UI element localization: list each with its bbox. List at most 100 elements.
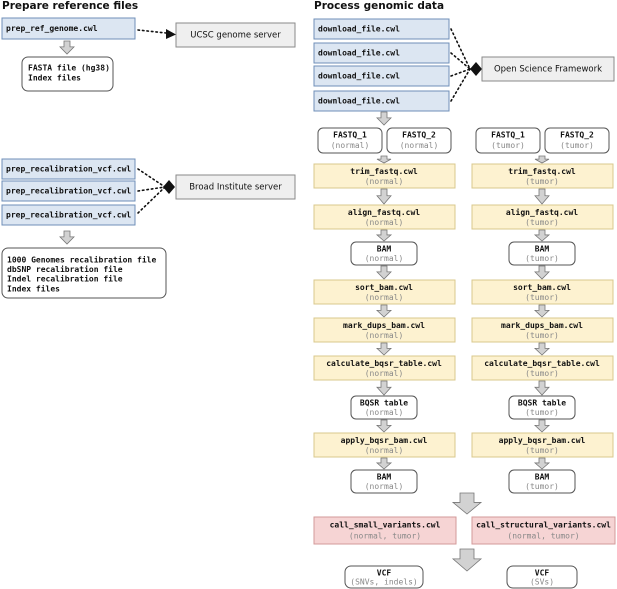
file-sublabel: (normal): [365, 408, 404, 417]
script-label: align_fastq.cwl: [348, 207, 420, 217]
script-box-download: [313, 18, 450, 40]
file-sublabel: (normal): [331, 141, 370, 150]
script-sublabel: (tumor): [525, 446, 559, 455]
server-box-osf: [481, 56, 615, 82]
server-box-ucsc: [175, 22, 296, 48]
down-arrow-icon: [375, 229, 393, 242]
script-box-normal: [313, 163, 456, 189]
file-label: FASTA file (hg38): [28, 63, 110, 73]
file-box-fastq2-tumor: [544, 127, 610, 154]
file-label: BAM: [535, 245, 550, 254]
file-box-normal: [350, 241, 418, 266]
script-sublabel: (normal): [365, 177, 404, 186]
file-sublabel: (tumor): [525, 254, 559, 263]
script-sublabel: (normal): [365, 331, 404, 340]
down-arrow-icon: [376, 265, 392, 280]
script-box-download: [313, 90, 450, 112]
large-down-arrow-icon: [451, 548, 483, 572]
script-box-prep-recalibration: [1, 180, 136, 202]
down-arrow-icon: [533, 457, 551, 470]
script-label: prep_recalibration_vcf.cwl: [6, 186, 131, 196]
script-label: download_file.cwl: [318, 48, 400, 58]
script-label: trim_fastq.cwl: [350, 166, 418, 176]
script-sublabel: (normal): [365, 293, 404, 302]
file-sublabel: (normal): [400, 141, 439, 150]
file-box-fastq1-tumor: [475, 127, 541, 154]
script-label: sort_bam.cwl: [355, 283, 413, 292]
connector-line-osf: [450, 28, 471, 70]
script-label: call_structural_variants.cwl: [476, 520, 611, 530]
script-sublabel: (normal): [365, 218, 404, 227]
down-arrow-icon: [375, 342, 393, 356]
connector-line-osf: [450, 52, 471, 70]
arrowhead-icon: [166, 29, 176, 39]
script-sublabel: (normal): [365, 446, 404, 455]
file-label: FASTQ_1: [333, 131, 367, 140]
section-title-prepare: Prepare reference files: [2, 0, 138, 12]
file-label: 1000 Genomes recalibration file: [7, 255, 156, 265]
file-sublabel: (tumor): [491, 141, 525, 150]
script-box-prep-ref-genome: [1, 17, 136, 40]
large-down-arrow-icon: [451, 492, 483, 515]
down-arrow-icon: [59, 230, 75, 245]
script-box-tumor: [471, 204, 614, 230]
script-box-normal: [313, 355, 456, 381]
down-arrow-icon: [533, 304, 551, 318]
script-label: download_file.cwl: [318, 71, 400, 81]
script-sublabel: (tumor): [525, 331, 559, 340]
script-sublabel: (normal, tumor): [349, 532, 421, 541]
file-label: FASTQ_2: [560, 131, 594, 140]
file-label: Index files: [28, 73, 81, 83]
file-sublabel: (SNVs, indels): [350, 578, 417, 587]
script-box-tumor: [471, 279, 614, 305]
file-box-tumor: [508, 469, 576, 494]
file-label: dbSNP recalibration file: [7, 264, 123, 274]
down-arrow-icon: [375, 457, 393, 470]
script-box-download: [313, 65, 450, 87]
file-label: VCF: [535, 569, 550, 578]
script-box-tumor: [471, 432, 614, 458]
script-sublabel: (tumor): [525, 177, 559, 186]
file-sublabel: (normal): [365, 482, 404, 491]
file-sublabel: (SVs): [530, 578, 554, 587]
connector-line-osf: [450, 68, 471, 77]
file-box-recalibration: [1, 247, 167, 299]
server-label: UCSC genome server: [190, 31, 281, 41]
down-arrow-icon: [533, 419, 551, 433]
down-arrow-icon: [59, 40, 75, 55]
file-label: BQSR table: [518, 399, 566, 408]
down-arrow-icon: [376, 155, 392, 164]
script-label: apply_bqsr_bam.cwl: [499, 436, 586, 445]
script-box-prep-recalibration: [1, 158, 136, 180]
down-arrow-icon: [534, 265, 550, 280]
file-box-fastq2-normal: [386, 127, 452, 154]
script-label: apply_bqsr_bam.cwl: [341, 436, 428, 445]
script-label: prep_recalibration_vcf.cwl: [6, 210, 131, 220]
file-label: VCF: [377, 569, 392, 578]
file-sublabel: (tumor): [525, 408, 559, 417]
file-box-tumor: [508, 241, 576, 266]
down-arrow-icon: [376, 380, 392, 396]
script-box-download: [313, 42, 450, 64]
connector-line-osf: [450, 68, 471, 102]
file-sublabel: (tumor): [525, 482, 559, 491]
connector-line-ucsc: [137, 29, 167, 34]
script-label: calculate_bqsr_table.cwl: [484, 359, 600, 368]
down-arrow-icon: [375, 304, 393, 318]
script-box-tumor: [471, 355, 614, 381]
down-arrow-icon: [533, 229, 551, 242]
server-box-broad: [175, 174, 296, 200]
script-box-normal: [313, 279, 456, 305]
diamond-icon: [163, 180, 175, 194]
script-box-call-structural-variants: [471, 516, 616, 545]
script-box-tumor: [471, 163, 614, 189]
file-label: BAM: [377, 473, 392, 482]
diamond-icon: [470, 62, 482, 76]
script-sublabel: (normal, tumor): [507, 532, 579, 541]
connector-line-broad: [137, 168, 166, 188]
script-label: mark_dups_bam.cwl: [501, 321, 583, 330]
script-box-prep-recalibration: [1, 204, 136, 226]
down-arrow-icon: [376, 111, 392, 126]
down-arrow-icon: [534, 188, 550, 205]
